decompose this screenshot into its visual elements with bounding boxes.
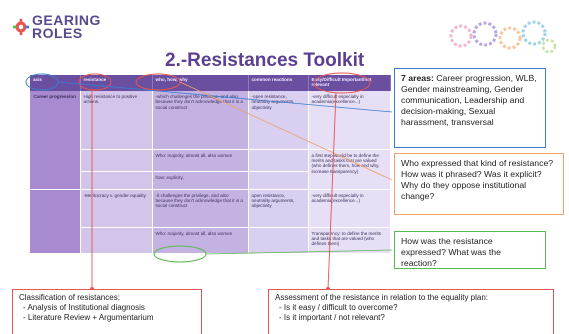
how-note: How was the resistance expressed? What w… — [394, 231, 546, 269]
list-item: Literature Review + Argumentarium — [23, 313, 195, 323]
table-cell — [80, 227, 153, 254]
table-cell: -very difficult especially in academia(e… — [308, 91, 391, 150]
page-title: 2.-Resistances Toolkit — [165, 50, 365, 71]
table-cell — [248, 227, 309, 254]
classification-heading: Classification of resistances: — [19, 293, 120, 302]
header-who-how-why: who, how, why — [152, 75, 249, 91]
resistances-table: axis resistance who, how, why common rea… — [30, 75, 391, 254]
table-cell: Who: majority, almost all, also women — [152, 149, 249, 172]
table-row: -Meritocracy v. gender equality -it chal… — [30, 189, 391, 254]
logo-line1: GEARING — [32, 12, 101, 28]
classification-box: Classification of resistances: Analysis … — [12, 289, 202, 334]
assessment-box: Assessment of the resistance in relation… — [268, 289, 554, 334]
table-cell: -Meritocracy v. gender equality — [80, 189, 153, 228]
list-item: Analysis of Institutional diagnosis — [23, 303, 195, 313]
assessment-heading: Assessment of the resistance in relation… — [275, 293, 489, 302]
who-note: Who expressed that kind of resistance? H… — [394, 153, 564, 215]
logo-wordmark: GEARING ROLES — [32, 12, 101, 41]
area-cell: Career progression — [30, 91, 81, 190]
table-cell: High resistance to positive actions. — [80, 91, 153, 150]
table-cell: -which challenges the privilege, and als… — [152, 91, 249, 150]
header-easy-difficult: Easy/Difficult Important/not relevant — [308, 75, 391, 91]
table-header-row: axis resistance who, how, why common rea… — [30, 75, 391, 91]
table-row: Career progression High resistance to po… — [30, 91, 391, 190]
table-cell: a first step would be to define the meri… — [308, 149, 391, 190]
table-cell — [80, 149, 153, 172]
gearing-roles-logo: GEARING ROLES — [12, 10, 122, 50]
areas-note: 7 areas: Career progression, WLB, Gender… — [394, 68, 546, 148]
areas-note-lead: 7 areas: — [401, 73, 434, 83]
header-axis: axis — [30, 75, 81, 91]
table-cell: Transparency: to define the merits and t… — [308, 227, 391, 254]
header-resistance: resistance — [80, 75, 153, 91]
area-cell — [30, 189, 81, 254]
table-cell: how: explicity, — [152, 171, 249, 190]
table-cell: Who: majority, almost all, also women — [152, 227, 249, 254]
table-cell: -it challenges the privilege, and also b… — [152, 189, 249, 228]
table-cell — [80, 171, 153, 190]
table-cell: -open resistance, neutrality arguments, … — [248, 91, 309, 150]
table-cell — [248, 149, 309, 172]
header-common-reactions: common reactions — [248, 75, 309, 91]
gear-icon — [12, 18, 30, 36]
logo-line2: ROLES — [32, 25, 83, 41]
table-cell — [248, 171, 309, 190]
table-cell: -very difficult especially in academia(e… — [308, 189, 391, 228]
table-row: Who: majority, almost all, also women Tr… — [30, 227, 391, 254]
list-item: Is it easy / difficult to overcome? — [279, 303, 547, 313]
decorative-rings-graphic — [449, 20, 557, 54]
areas-note-text: Career progression, WLB, Gender mainstre… — [401, 73, 537, 127]
table-cell: open resistance, neutrality arguments, o… — [248, 189, 309, 228]
list-item: Is it important / not relevant? — [279, 313, 547, 323]
table-row: Who: majority, almost all, also women a … — [30, 149, 391, 190]
